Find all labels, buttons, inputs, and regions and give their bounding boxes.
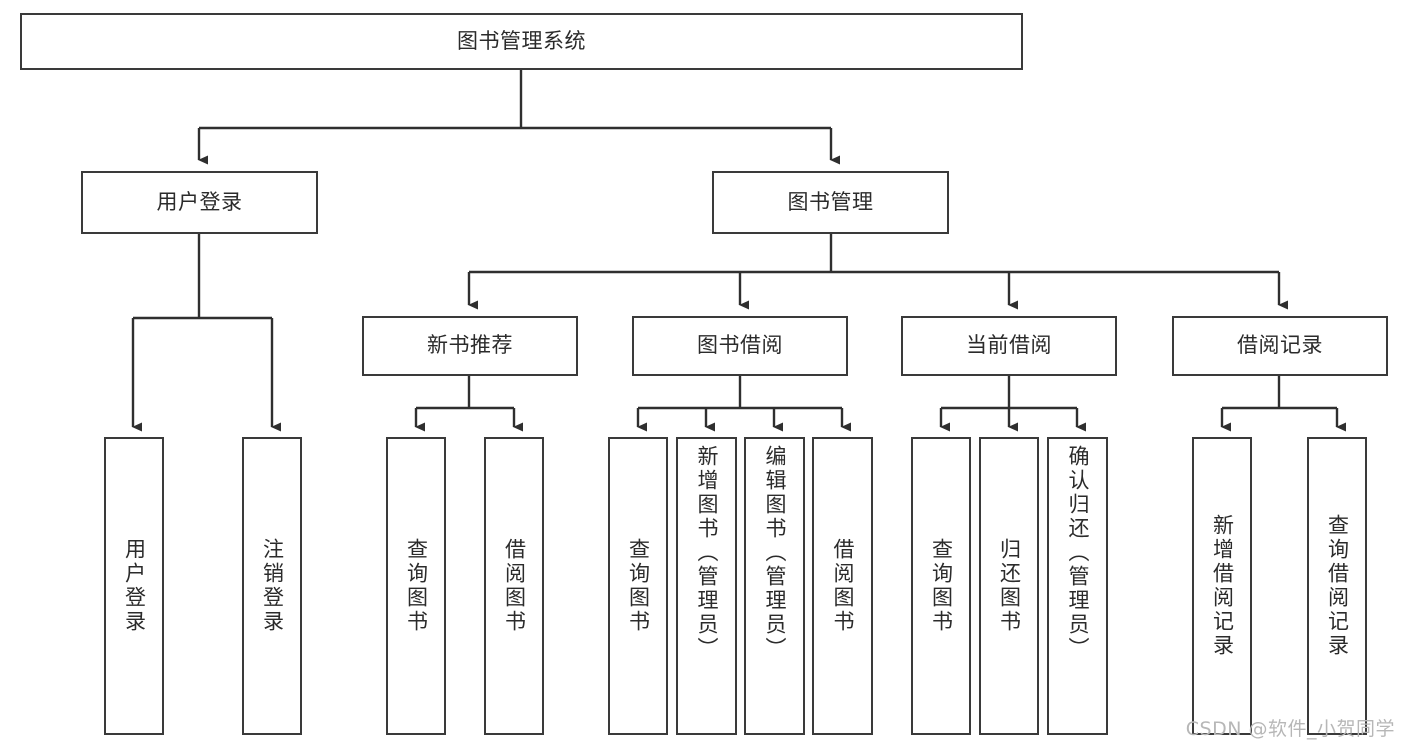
leaf-borrow-book-2[interactable]: 借阅图书 [812, 437, 873, 735]
node-borrow-record[interactable]: 借阅记录 [1172, 316, 1388, 376]
leaf-confirm-return[interactable]: 确认归还（管理员） [1047, 437, 1108, 735]
leaf-query-record-label: 查询借阅记录 [1325, 514, 1350, 658]
leaf-logout-login-label: 注销登录 [260, 538, 285, 634]
node-current-borrow-label: 当前借阅 [966, 333, 1052, 358]
node-book-borrow-label: 图书借阅 [697, 333, 783, 358]
leaf-logout-login[interactable]: 注销登录 [242, 437, 302, 735]
node-user-login-label: 用户登录 [156, 189, 243, 214]
node-new-book-rec-label: 新书推荐 [427, 333, 513, 358]
leaf-query-book-2[interactable]: 查询图书 [608, 437, 668, 735]
leaf-confirm-return-label: 确认归还（管理员） [1066, 445, 1090, 661]
leaf-add-record[interactable]: 新增借阅记录 [1192, 437, 1252, 735]
leaf-add-book-label: 新增图书（管理员） [695, 445, 719, 661]
leaf-query-book-2-label: 查询图书 [626, 538, 651, 634]
node-borrow-record-label: 借阅记录 [1237, 333, 1323, 358]
node-root-label: 图书管理系统 [457, 28, 586, 53]
leaf-borrow-book-1-label: 借阅图书 [502, 538, 527, 634]
leaf-query-book-3-label: 查询图书 [929, 538, 954, 634]
leaf-query-book-1-label: 查询图书 [404, 538, 429, 634]
node-user-login[interactable]: 用户登录 [81, 171, 318, 234]
leaf-user-login-label: 用户登录 [122, 538, 147, 634]
leaf-query-book-3[interactable]: 查询图书 [911, 437, 971, 735]
leaf-query-record[interactable]: 查询借阅记录 [1307, 437, 1367, 735]
leaf-return-book-label: 归还图书 [997, 538, 1022, 634]
node-book-manage-label: 图书管理 [787, 189, 874, 214]
leaf-user-login[interactable]: 用户登录 [104, 437, 164, 735]
node-new-book-rec[interactable]: 新书推荐 [362, 316, 578, 376]
leaf-add-book[interactable]: 新增图书（管理员） [676, 437, 737, 735]
node-current-borrow[interactable]: 当前借阅 [901, 316, 1117, 376]
node-book-borrow[interactable]: 图书借阅 [632, 316, 848, 376]
leaf-edit-book[interactable]: 编辑图书（管理员） [744, 437, 805, 735]
leaf-return-book[interactable]: 归还图书 [979, 437, 1039, 735]
leaf-edit-book-label: 编辑图书（管理员） [763, 445, 787, 661]
leaf-query-book-1[interactable]: 查询图书 [386, 437, 446, 735]
leaf-borrow-book-2-label: 借阅图书 [831, 538, 855, 634]
csdn-watermark: CSDN @软件_小贺同学 [1185, 718, 1395, 740]
leaf-borrow-book-1[interactable]: 借阅图书 [484, 437, 544, 735]
leaf-add-record-label: 新增借阅记录 [1210, 514, 1235, 658]
node-root[interactable]: 图书管理系统 [20, 13, 1023, 70]
node-book-manage[interactable]: 图书管理 [712, 171, 949, 234]
